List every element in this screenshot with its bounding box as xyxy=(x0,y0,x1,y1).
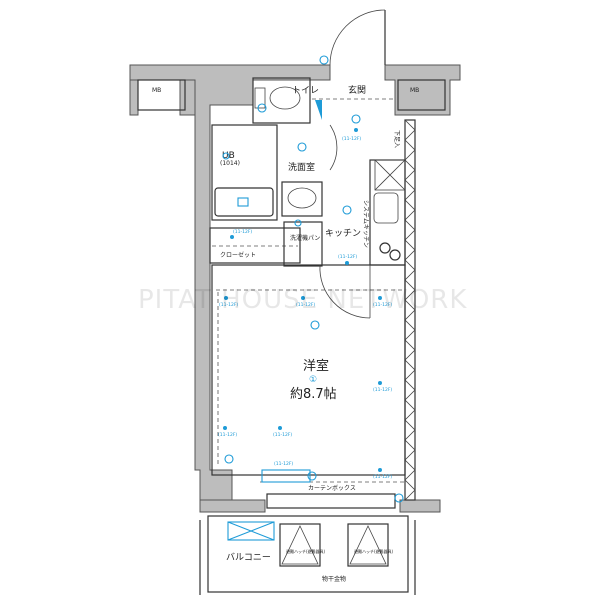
washroom-label: 洗面室 xyxy=(288,161,315,173)
outlet-dot xyxy=(345,261,349,265)
outlet-dot xyxy=(378,381,382,385)
outlet-dot xyxy=(378,468,382,472)
ceiling-light-icon xyxy=(297,142,307,152)
outlet-label: (11-12F) xyxy=(219,302,238,308)
outdoor-unit xyxy=(227,521,275,541)
washer-pan-label: 洗濯機パン xyxy=(290,234,320,242)
washer-pan xyxy=(283,221,323,267)
kitchen-label: キッチン xyxy=(325,228,361,239)
curtain-box-label: カーテンボックス xyxy=(308,484,356,492)
toilet-door-marker xyxy=(315,100,322,120)
fixtures: (11-12F) (11-12F) (11-12F) (11-12F) (11-… xyxy=(218,55,404,503)
room-size-label: 約8.7帖 xyxy=(290,387,337,402)
outlet-dot xyxy=(224,296,228,300)
outlet-dot xyxy=(230,235,234,239)
closet-label: クローゼット xyxy=(220,251,256,259)
outlet-dot xyxy=(223,426,227,430)
ceiling-light-icon xyxy=(351,114,361,124)
mb-right-box xyxy=(397,79,446,111)
walls xyxy=(129,64,461,513)
entrance-label: 玄関 xyxy=(348,84,366,96)
western-room-label: 洋室 xyxy=(303,358,329,374)
ceiling-light-icon xyxy=(294,219,302,227)
ceiling-light-icon xyxy=(310,320,320,330)
outlet-label: (11-12F) xyxy=(273,432,292,438)
escape-hatch-1 xyxy=(279,523,321,567)
outlet-label: (11-12F) xyxy=(373,302,392,308)
outlet-label: (11-12F) xyxy=(373,387,392,393)
balcony: バルコニー 避難ハッチ(避難器具) 避難ハッチ(避難器具) 物干金物 xyxy=(199,515,416,595)
ub-size-label: (1014) xyxy=(220,160,240,167)
outlet-dot xyxy=(378,296,382,300)
outlet-label: (11-12F) xyxy=(233,229,252,235)
mb-left-label: MB xyxy=(152,87,161,94)
laundry-rail-label: 物干金物 xyxy=(322,575,346,583)
outlet-label: (11-12F) xyxy=(296,302,315,308)
closet xyxy=(209,227,301,264)
outlet-dot xyxy=(354,128,358,132)
meter-icon xyxy=(394,493,404,503)
watermark: PITAT HOUSE NETWORK xyxy=(138,285,467,315)
outlet-label: (11-12F) xyxy=(342,136,361,142)
outlet-icon xyxy=(224,454,234,464)
mb-left-box xyxy=(137,79,186,111)
washbasin xyxy=(287,187,317,209)
aircon xyxy=(261,469,311,483)
outlet-label: (11-12F) xyxy=(218,432,237,438)
unit-bath xyxy=(211,124,278,221)
outlet-label: (11-12F) xyxy=(373,474,392,480)
balcony-label: バルコニー xyxy=(226,552,271,563)
shoe-box-label: 下足入 xyxy=(393,130,400,148)
toilet-label: トイレ xyxy=(292,86,319,96)
outlet-label: (11-12F) xyxy=(338,254,357,260)
outlet-icon xyxy=(257,103,267,113)
outlet-dot xyxy=(278,426,282,430)
bathtub xyxy=(214,187,274,217)
washbasin-counter xyxy=(281,181,323,217)
outlet-dot xyxy=(301,296,305,300)
system-kitchen-label: システムキッチン xyxy=(362,200,369,248)
escape-hatch-1-label: 避難ハッチ(避難器具) xyxy=(286,548,326,554)
ub-label: UB xyxy=(222,151,235,161)
escape-hatch-2-label: 避難ハッチ(避難器具) xyxy=(354,548,394,554)
kitchen-sink xyxy=(373,192,399,224)
toilet-bowl xyxy=(269,86,301,110)
outlet-icon xyxy=(222,152,230,160)
outlet-label: (11-12F) xyxy=(274,461,293,467)
toilet-room xyxy=(252,77,311,124)
ceiling-light-icon xyxy=(342,205,352,215)
entrance-door xyxy=(329,9,386,66)
mb-right-label: MB xyxy=(410,87,419,94)
room-number: ① xyxy=(309,375,317,385)
sliding-window xyxy=(266,493,396,509)
escape-hatch-2 xyxy=(347,523,389,567)
tv-outlet-icon xyxy=(307,471,317,481)
doorbell-icon xyxy=(319,55,329,65)
